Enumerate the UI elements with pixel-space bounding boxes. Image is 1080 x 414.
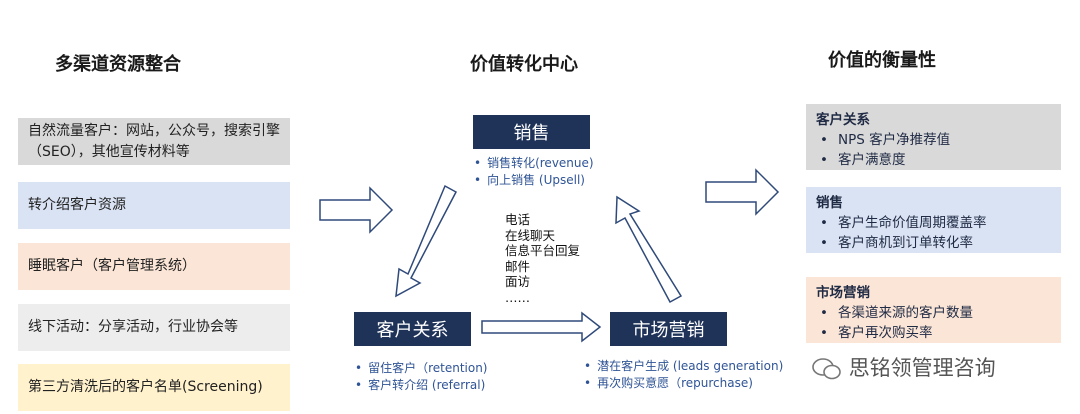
channel-ellipsis: …… — [505, 289, 530, 305]
channel-online-chat: 在线聊天 — [505, 227, 556, 243]
crm-bullet-retention: 留住客户（retention) — [355, 360, 487, 377]
heading-resource-integration: 多渠道资源整合 — [55, 54, 181, 75]
measure-item: 客户满意度 — [816, 150, 1051, 170]
arrow-center-to-measures — [705, 168, 780, 216]
source-box-referral: 转介绍客户资源 — [18, 182, 290, 229]
heading-value-measurement: 价值的衡量性 — [828, 50, 936, 71]
measure-box-marketing: 市场营销 各渠道来源的客户数量 客户再次购买率 — [806, 277, 1061, 343]
measure-item: 客户生命价值周期覆盖率 — [816, 213, 1051, 233]
measure-title: 销售 — [816, 195, 843, 211]
watermark-text: 思铭领管理咨询 — [848, 356, 996, 380]
marketing-bullets: 潜在客户生成 (leads generation) 再次购买意愿（repurch… — [584, 358, 783, 392]
arrow-sources-to-center — [319, 186, 394, 234]
measure-box-sales: 销售 客户生命价值周期覆盖率 客户商机到订单转化率 — [806, 187, 1061, 253]
marketing-bullet-leads: 潜在客户生成 (leads generation) — [584, 358, 783, 375]
marketing-bullet-repurchase: 再次购买意愿（repurchase) — [584, 375, 783, 392]
node-marketing: 市场营销 — [610, 312, 727, 346]
channel-email: 邮件 — [505, 258, 531, 274]
channel-face-to-face: 面访 — [505, 274, 531, 289]
crm-bullets: 留住客户（retention) 客户转介绍 (referral) — [355, 360, 488, 394]
measure-item: 各渠道来源的客户数量 — [816, 303, 1051, 323]
measure-item: 客户再次购买率 — [816, 323, 1051, 343]
arrow-marketing-to-sales — [615, 195, 683, 304]
channel-list: 电话 在线聊天 信息平台回复 邮件 面访 …… — [505, 212, 580, 305]
crm-bullet-referral: 客户转介绍 (referral) — [355, 377, 488, 394]
source-box-screening: 第三方清洗后的客户名单(Screening) — [18, 364, 290, 411]
source-box-offline: 线下活动：分享活动，行业协会等 — [18, 304, 290, 351]
node-customer-relations: 客户关系 — [354, 312, 471, 346]
measure-item: 客户商机到订单转化率 — [816, 233, 1051, 253]
heading-value-conversion: 价值转化中心 — [470, 54, 578, 75]
channel-platform-reply: 信息平台回复 — [505, 243, 581, 258]
measure-item: NPS 客户净推荐值 — [816, 130, 1051, 150]
source-box-organic: 自然流量客户：网站，公众号，搜索引擎（SEO），其他宣传材料等 — [18, 118, 290, 165]
sales-bullet-revenue: 销售转化(revenue) — [474, 155, 594, 172]
arrow-sales-to-crm — [395, 184, 458, 298]
measure-title: 客户关系 — [816, 112, 870, 128]
sales-bullet-upsell: 向上销售 (Upsell) — [474, 172, 594, 189]
wechat-icon — [812, 356, 849, 380]
arrow-crm-to-marketing — [481, 311, 602, 343]
source-box-dormant: 睡眠客户（客户管理系统） — [18, 243, 290, 290]
measure-box-customer-relations: 客户关系 NPS 客户净推荐值 客户满意度 — [806, 104, 1061, 170]
sales-bullets: 销售转化(revenue) 向上销售 (Upsell) — [474, 155, 594, 189]
watermark: 思铭领管理咨询 — [812, 352, 996, 382]
node-sales: 销售 — [473, 115, 590, 149]
measure-title: 市场营销 — [816, 285, 870, 301]
channel-phone: 电话 — [505, 212, 531, 227]
